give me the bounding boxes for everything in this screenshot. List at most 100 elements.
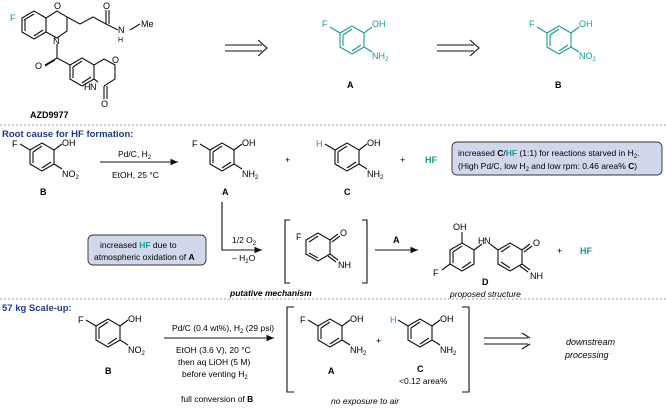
svg-text:NO2: NO2 xyxy=(579,51,597,63)
svg-text:H: H xyxy=(316,139,323,149)
svg-text:EtOH (3.6 V), 20 °C: EtOH (3.6 V), 20 °C xyxy=(176,345,251,355)
svg-text:D: D xyxy=(482,277,489,287)
proposed-structure-label: proposed structure xyxy=(449,289,521,299)
svg-text:OH: OH xyxy=(372,19,386,29)
svg-text:A: A xyxy=(328,366,335,376)
svg-text:+: + xyxy=(285,155,290,165)
label-a-top: A xyxy=(347,80,354,90)
section2-heading: 57 kg Scale-up: xyxy=(2,303,72,314)
svg-text:NO2: NO2 xyxy=(62,169,80,181)
svg-text:1/2 O2: 1/2 O2 xyxy=(232,235,257,247)
svg-text:F: F xyxy=(78,315,84,325)
svg-text:downstream: downstream xyxy=(566,337,616,347)
svg-text:F: F xyxy=(322,19,328,29)
svg-text:A: A xyxy=(222,187,229,197)
svg-text:A: A xyxy=(393,235,400,245)
svg-text:F: F xyxy=(300,315,306,325)
svg-text:N: N xyxy=(118,25,125,35)
compound-c-sec2 xyxy=(397,318,441,348)
svg-text:NH2: NH2 xyxy=(367,169,384,181)
svg-text:Pd/C, H2: Pd/C, H2 xyxy=(118,149,152,161)
compound-label-azd9977: AZD9977 xyxy=(30,110,69,120)
svg-text:OH: OH xyxy=(579,19,593,29)
svg-text:NO2: NO2 xyxy=(128,345,146,357)
compound-b-top xyxy=(536,25,580,55)
svg-text:N: N xyxy=(484,236,491,246)
azd9977-structure xyxy=(21,10,141,99)
svg-text:H: H xyxy=(118,37,123,44)
svg-text:+: + xyxy=(557,246,562,256)
svg-text:B: B xyxy=(105,366,112,376)
compound-d xyxy=(441,232,533,273)
svg-text:OH: OH xyxy=(128,314,142,324)
svg-text:B: B xyxy=(40,187,47,197)
svg-text:O: O xyxy=(101,99,108,109)
svg-text:H: H xyxy=(390,315,397,325)
svg-text:+: + xyxy=(400,155,405,165)
compound-c-sec1 xyxy=(324,142,368,172)
svg-text:H: H xyxy=(84,82,91,92)
svg-text:C: C xyxy=(344,187,351,197)
svg-text:before venting H2: before venting H2 xyxy=(182,369,248,381)
svg-text:N: N xyxy=(53,36,60,46)
svg-text:then aq LiOH (5 M): then aq LiOH (5 M) xyxy=(178,357,250,367)
svg-text:OH: OH xyxy=(62,138,76,148)
label-b-top: B xyxy=(555,80,562,90)
retro-arrow-2 xyxy=(437,39,480,57)
svg-text:full conversion of B: full conversion of B xyxy=(181,394,253,404)
svg-text:NH2: NH2 xyxy=(372,51,389,63)
compound-a-sec1 xyxy=(199,142,243,172)
svg-text:O: O xyxy=(103,1,110,11)
svg-text:O: O xyxy=(54,1,61,11)
svg-text:H: H xyxy=(478,236,485,246)
svg-text:EtOH, 25 °C: EtOH, 25 °C xyxy=(112,170,159,180)
no-air-label: no exposure to air xyxy=(331,396,400,406)
svg-text:F: F xyxy=(296,232,302,242)
compound-b-sec1 xyxy=(19,142,63,172)
note-box-oxidation xyxy=(87,234,207,266)
svg-text:Pd/C (0.4 wt%), H2 (29 psi): Pd/C (0.4 wt%), H2 (29 psi) xyxy=(172,323,274,335)
putative-mechanism-label: putative mechanism xyxy=(229,288,312,298)
svg-text:(High Pd/C, low H2 and low rpm: (High Pd/C, low H2 and low rpm: 0.46 are… xyxy=(458,161,637,173)
svg-text:processing: processing xyxy=(564,350,609,360)
svg-text:HF: HF xyxy=(580,246,592,256)
compound-a-top xyxy=(329,25,373,55)
svg-text:HF: HF xyxy=(425,155,437,165)
compound-b-sec2 xyxy=(85,318,129,348)
product-bracket xyxy=(286,306,470,393)
svg-text:OH: OH xyxy=(350,314,364,324)
svg-text:O: O xyxy=(35,61,42,71)
note-box-hydrogen-starved xyxy=(451,141,663,176)
svg-text:increased C/HF (1:1) for react: increased C/HF (1:1) for reactions starv… xyxy=(458,148,639,160)
svg-text:O: O xyxy=(533,238,540,248)
svg-text:NH2: NH2 xyxy=(440,345,457,357)
azd9977-atoms: F O N O O N H Me O H N O xyxy=(10,1,154,109)
retro-arrow-1 xyxy=(225,39,268,57)
svg-text:F: F xyxy=(433,268,439,278)
svg-text:F: F xyxy=(192,139,198,149)
svg-text:O: O xyxy=(340,228,347,238)
svg-text:atmospheric oxidation of A: atmospheric oxidation of A xyxy=(94,252,195,262)
svg-text:NH: NH xyxy=(530,271,543,281)
quinone-imine-intermediate xyxy=(284,219,368,284)
section1-heading: Root cause for HF formation: xyxy=(2,129,133,140)
svg-text:OH: OH xyxy=(440,314,454,324)
svg-text:OH: OH xyxy=(367,138,381,148)
svg-text:+: + xyxy=(376,336,381,346)
svg-text:OH: OH xyxy=(453,222,467,232)
svg-text:– H2O: – H2O xyxy=(232,253,256,265)
compound-a-sec2 xyxy=(307,318,351,348)
atom-f: F xyxy=(10,13,16,23)
svg-text:OH: OH xyxy=(242,138,256,148)
svg-text:increased HF due to: increased HF due to xyxy=(100,240,177,250)
svg-text:NH: NH xyxy=(338,260,351,270)
svg-text:<0.12 area%: <0.12 area% xyxy=(399,376,448,386)
svg-text:F: F xyxy=(529,19,535,29)
svg-text:NH2: NH2 xyxy=(350,345,367,357)
svg-text:Me: Me xyxy=(141,19,154,29)
arrow-oxidation xyxy=(221,202,262,254)
svg-text:N: N xyxy=(90,82,97,92)
svg-text:O: O xyxy=(112,55,119,65)
svg-text:F: F xyxy=(12,139,18,149)
